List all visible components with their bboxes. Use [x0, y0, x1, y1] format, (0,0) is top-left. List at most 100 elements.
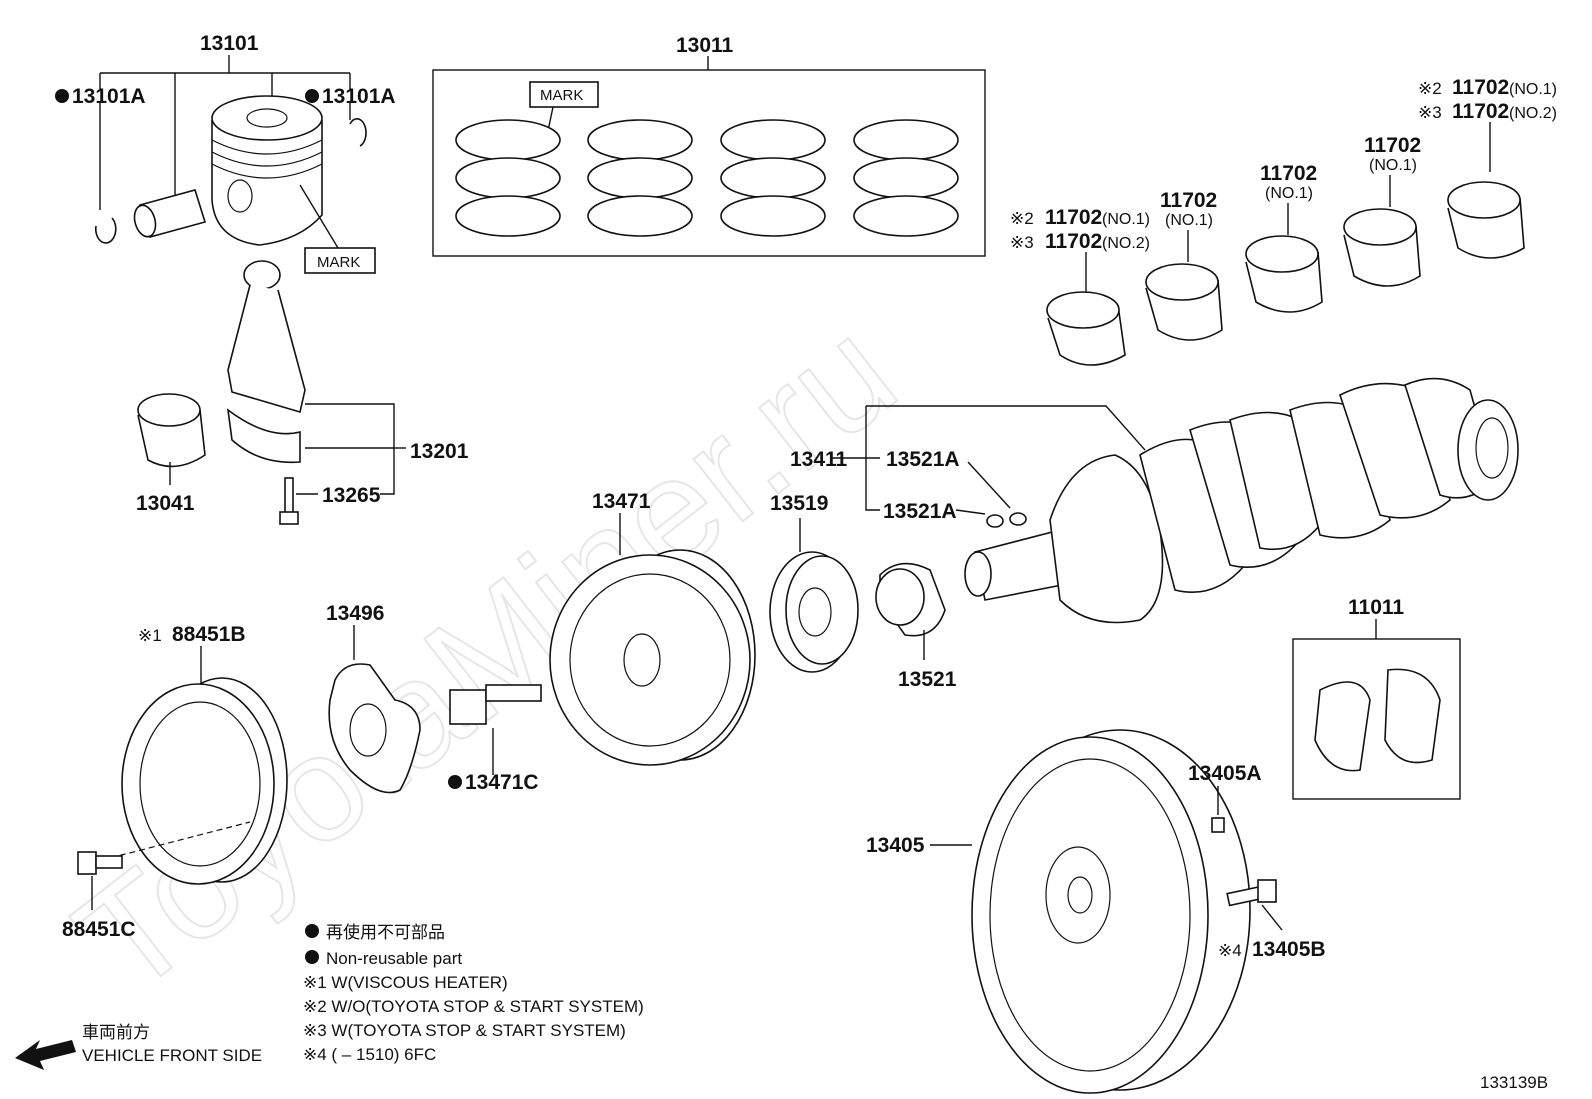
front-label-jp: 車両前方	[82, 1023, 150, 1042]
label-13405[interactable]: 13405	[866, 834, 925, 857]
sub-b3: (NO.1)	[1265, 185, 1313, 202]
label-13521A-a[interactable]: 13521A	[886, 448, 960, 471]
main-bearing-2[interactable]	[1145, 263, 1223, 341]
label-13405A[interactable]: 13405A	[1188, 762, 1262, 785]
label-13521[interactable]: 13521	[898, 668, 957, 691]
piston-group: 13101 13101A 13101A MARK	[55, 32, 396, 274]
ring-set-2[interactable]	[587, 119, 693, 237]
legend-note-3: ※3 W(TOYOTA STOP & START SYSTEM)	[303, 1021, 626, 1040]
label-11702-b3[interactable]: 11702	[1260, 162, 1317, 185]
bullet-icon	[305, 924, 319, 938]
pulley-bolt[interactable]	[449, 684, 542, 725]
nonreusable-dot-icon	[448, 775, 462, 789]
legend-jp-nonreusable: 再使用不可部品	[326, 922, 445, 942]
ring-set-3[interactable]	[720, 119, 826, 237]
flywheel-group: 13405 13405A ※4 13405B	[866, 729, 1326, 1094]
flywheel-pin[interactable]	[1211, 817, 1225, 833]
main-bearing-3[interactable]	[1245, 235, 1323, 313]
label-13265[interactable]: 13265	[322, 484, 381, 507]
label-88451B[interactable]: 88451B	[172, 623, 246, 646]
connecting-rod[interactable]	[226, 260, 306, 464]
label-11702-b2[interactable]: 11702	[1160, 189, 1217, 212]
label-88451C[interactable]: 88451C	[62, 918, 136, 941]
mark-box-ring	[529, 81, 599, 108]
label-11011[interactable]: 11011	[1348, 596, 1404, 619]
sub-b5-no1: (NO.1)	[1509, 81, 1557, 98]
flywheel-bolt[interactable]	[1226, 879, 1277, 907]
main-bearing-5[interactable]	[1447, 181, 1525, 259]
vehicle-front-indicator: 車両前方 VEHICLE FRONT SIDE	[15, 1023, 262, 1070]
ref-note-2b: ※2	[1418, 79, 1442, 98]
diagram-id: 133139B	[1480, 1073, 1548, 1092]
front-label-en: VEHICLE FRONT SIDE	[82, 1046, 262, 1065]
label-13471C[interactable]: 13471C	[465, 771, 539, 794]
label-11702-b1-no1[interactable]: 11702	[1045, 206, 1102, 229]
sub-b4: (NO.1)	[1369, 157, 1417, 174]
connecting-rod-group: 13201 13265 13041	[136, 260, 469, 525]
label-13411[interactable]: 13411	[790, 448, 848, 471]
sub-b2: (NO.1)	[1165, 212, 1213, 229]
piston-pin[interactable]	[131, 189, 207, 239]
ring-set-1[interactable]	[455, 119, 561, 237]
label-13521A-b[interactable]: 13521A	[883, 500, 957, 523]
legend-note-4: ※4 ( – 1510) 6FC	[303, 1045, 436, 1064]
main-bearing-1[interactable]	[1046, 291, 1126, 366]
thrust-washer-right[interactable]	[1384, 668, 1441, 764]
piston[interactable]	[211, 95, 323, 246]
ring-set-box	[432, 69, 986, 257]
crank-pulley-group: 13471 13471C 13496 ※1 88451B	[62, 490, 756, 941]
bullet-icon	[305, 950, 319, 964]
nonreusable-dot-icon	[55, 89, 69, 103]
legend-en-nonreusable: Non-reusable part	[326, 949, 462, 968]
ring-set-4[interactable]	[853, 119, 959, 237]
pulley-plate[interactable]	[328, 663, 421, 794]
woodruff-keys[interactable]	[986, 512, 1027, 528]
nonreusable-dot-icon	[305, 89, 319, 103]
ref-note-3: ※3	[1010, 233, 1034, 252]
legend: 再使用不可部品 Non-reusable part ※1 W(VISCOUS H…	[303, 922, 644, 1064]
label-13101A-left[interactable]: 13101A	[72, 85, 146, 108]
label-11702-b5-no2[interactable]: 11702	[1452, 100, 1509, 123]
label-13496[interactable]: 13496	[326, 602, 384, 625]
snap-ring-left[interactable]	[94, 217, 117, 244]
arrow-left-icon	[15, 1040, 76, 1070]
label-13101[interactable]: 13101	[200, 32, 259, 55]
piston-ring-set: 13011 MARK	[432, 34, 986, 257]
label-13201[interactable]: 13201	[410, 440, 469, 463]
ref-note-3b: ※3	[1418, 103, 1442, 122]
label-13519[interactable]: 13519	[770, 492, 828, 515]
crankshaft[interactable]	[964, 377, 1519, 624]
mark-label-ring: MARK	[540, 87, 583, 104]
thrust-washer-group: 11011	[1292, 596, 1461, 800]
label-13101A-right[interactable]: 13101A	[322, 85, 396, 108]
label-13041[interactable]: 13041	[136, 492, 195, 515]
flywheel[interactable]	[971, 729, 1251, 1094]
crank-timing-gear[interactable]	[875, 562, 946, 637]
sub-b1-no1: (NO.1)	[1102, 211, 1150, 228]
thrust-washer-box	[1292, 638, 1461, 800]
crankshaft-group: 13411 13521A 13521A 13521	[769, 377, 1519, 691]
label-13471[interactable]: 13471	[592, 490, 651, 513]
ref-note-1: ※1	[138, 626, 162, 645]
label-13011[interactable]: 13011	[676, 34, 734, 57]
rod-bolt[interactable]	[279, 477, 299, 525]
snap-ring-right[interactable]	[349, 118, 367, 147]
thrust-washer-left[interactable]	[1314, 681, 1371, 772]
label-13405B[interactable]: 13405B	[1252, 938, 1326, 961]
legend-note-1: ※1 W(VISCOUS HEATER)	[303, 973, 508, 992]
legend-note-2: ※2 W/O(TOYOTA STOP & START SYSTEM)	[303, 997, 644, 1016]
rod-bearing[interactable]	[137, 393, 206, 468]
mark-label-piston: MARK	[317, 254, 360, 271]
label-11702-b5-no1[interactable]: 11702	[1452, 76, 1509, 99]
ref-note-4: ※4	[1218, 941, 1242, 960]
label-11702-b4[interactable]: 11702	[1364, 134, 1421, 157]
oil-pump-drive-gear[interactable]	[769, 551, 859, 673]
sub-b5-no2: (NO.2)	[1509, 105, 1557, 122]
main-bearing-4[interactable]	[1343, 208, 1421, 287]
mark-box-piston	[304, 247, 376, 274]
pulley-bolt-small[interactable]	[77, 851, 123, 875]
crankshaft-pulley[interactable]	[549, 549, 756, 766]
label-11702-b1-no2[interactable]: 11702	[1045, 230, 1102, 253]
viscous-heater-pulley[interactable]	[121, 677, 288, 885]
